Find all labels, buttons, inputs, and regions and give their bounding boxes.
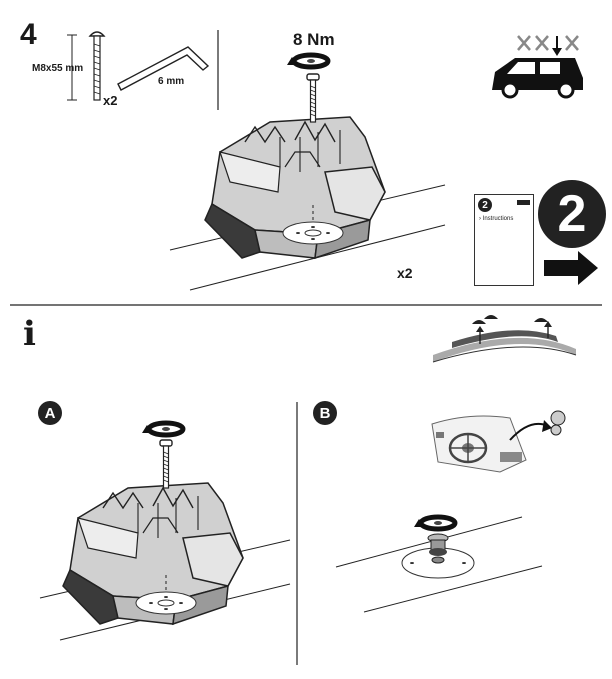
variant-b-washer-illustration	[401, 533, 475, 579]
hex-key-icon	[117, 46, 210, 91]
brand-logo	[517, 200, 530, 205]
arrow-right-icon	[544, 251, 598, 285]
screw-size-label: M8x55 mm	[32, 63, 84, 74]
variant-a-washer-illustration	[135, 591, 197, 615]
steering-wheel-icon	[431, 410, 566, 473]
bolt-illustration	[306, 73, 320, 123]
variant-a-torque-icon	[142, 423, 183, 435]
screw-quantity-label: x2	[103, 93, 118, 108]
foot-quantity-label: x2	[397, 265, 413, 281]
manual-step-badge: 2	[478, 198, 492, 212]
info-icon: i	[23, 314, 36, 354]
roof-profile-illustration	[432, 315, 577, 363]
manual-thumbnail: 2 › Instructions	[474, 194, 534, 286]
next-step-badge: 2	[538, 180, 606, 248]
variant-a-bolt-illustration	[159, 439, 173, 489]
car-roof-icon	[492, 35, 583, 99]
torque-label: 8 Nm	[293, 30, 335, 49]
screw-icon	[67, 31, 106, 101]
step-number: 4	[20, 18, 37, 51]
hex-key-size-label: 6 mm	[158, 76, 185, 87]
variant-a-badge: A	[38, 401, 62, 425]
variant-b-torque-icon	[414, 517, 455, 529]
torque-arrow-icon	[287, 55, 328, 67]
roof-washer-illustration	[282, 221, 344, 245]
manual-title: › Instructions	[479, 216, 514, 222]
variant-b-badge: B	[313, 401, 337, 425]
